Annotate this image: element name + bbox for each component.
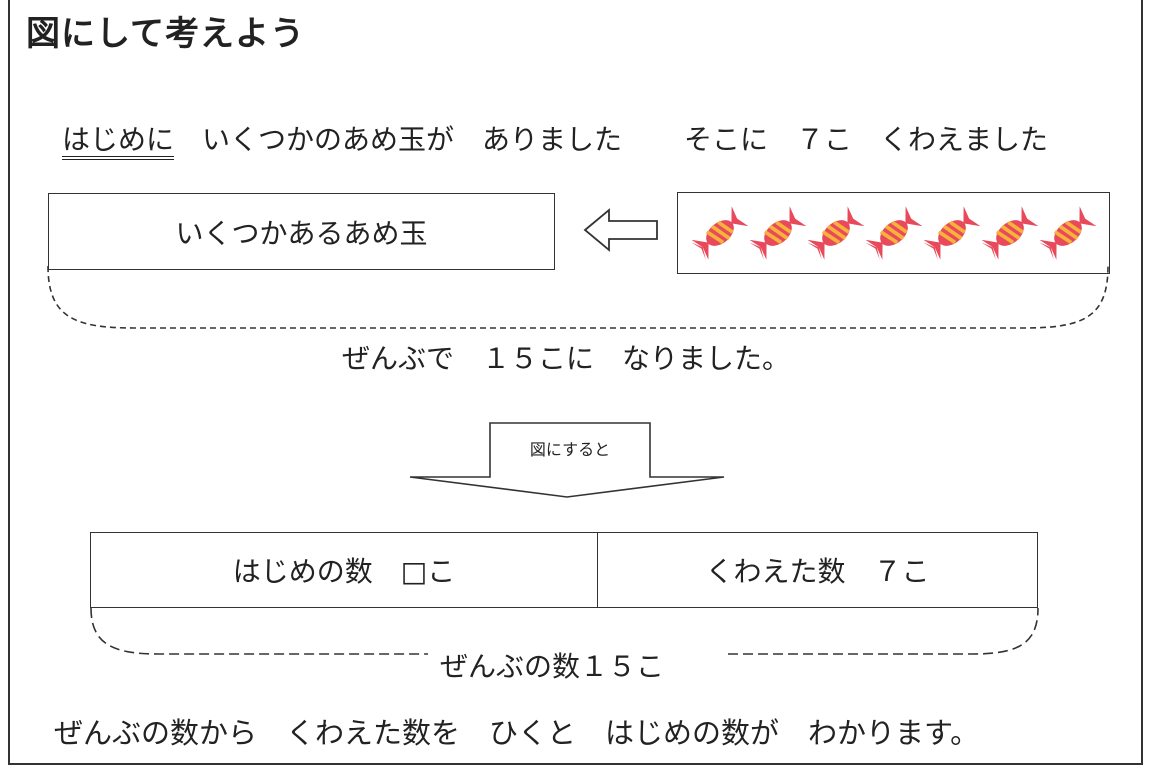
intro-text-2: そこに ７こ くわえました bbox=[684, 123, 1049, 156]
unknown-candies-label: いくつかあるあめ玉 bbox=[175, 216, 428, 250]
tape-diagram: はじめの数 □こ くわえた数 ７こ bbox=[90, 532, 1038, 608]
top-total-brace bbox=[47, 265, 1109, 329]
tape-start-segment: はじめの数 □こ bbox=[91, 533, 598, 607]
intro-underlined-word: はじめに bbox=[62, 123, 175, 161]
tape-added-segment: くわえた数 ７こ bbox=[598, 533, 1037, 607]
added-candies-box bbox=[677, 192, 1110, 274]
unknown-candies-box: いくつかあるあめ玉 bbox=[48, 193, 555, 270]
top-total-text: ぜんぶで １５こに なりました。 bbox=[342, 342, 791, 375]
left-arrow-icon bbox=[583, 208, 658, 252]
candy-icon bbox=[807, 206, 864, 260]
intro-line: はじめに いくつかのあめ玉が ありました そこに ７こ くわえました bbox=[62, 118, 1049, 161]
down-arrow-label: 図にすると bbox=[529, 440, 611, 459]
candy-icon bbox=[923, 206, 980, 260]
tape-start-label: はじめの数 □こ bbox=[232, 555, 456, 588]
bottom-total-brace bbox=[90, 607, 1039, 655]
candy-icon bbox=[865, 206, 922, 260]
down-arrow-icon bbox=[409, 422, 725, 498]
page-title: 図にして考えよう bbox=[26, 14, 305, 54]
candy-icon bbox=[981, 206, 1038, 260]
bottom-total-text: ぜんぶの数１５こ bbox=[440, 650, 665, 683]
intro-text-1: いくつかのあめ玉が ありました bbox=[174, 123, 623, 156]
candy-icon bbox=[691, 206, 748, 260]
tape-added-label: くわえた数 ７こ bbox=[705, 555, 930, 588]
conclusion-text: ぜんぶの数から くわえた数を ひくと はじめの数が わかります。 bbox=[54, 716, 980, 750]
candy-icon bbox=[749, 206, 806, 260]
candy-icon bbox=[1039, 206, 1096, 260]
worksheet-frame bbox=[8, 0, 1143, 765]
